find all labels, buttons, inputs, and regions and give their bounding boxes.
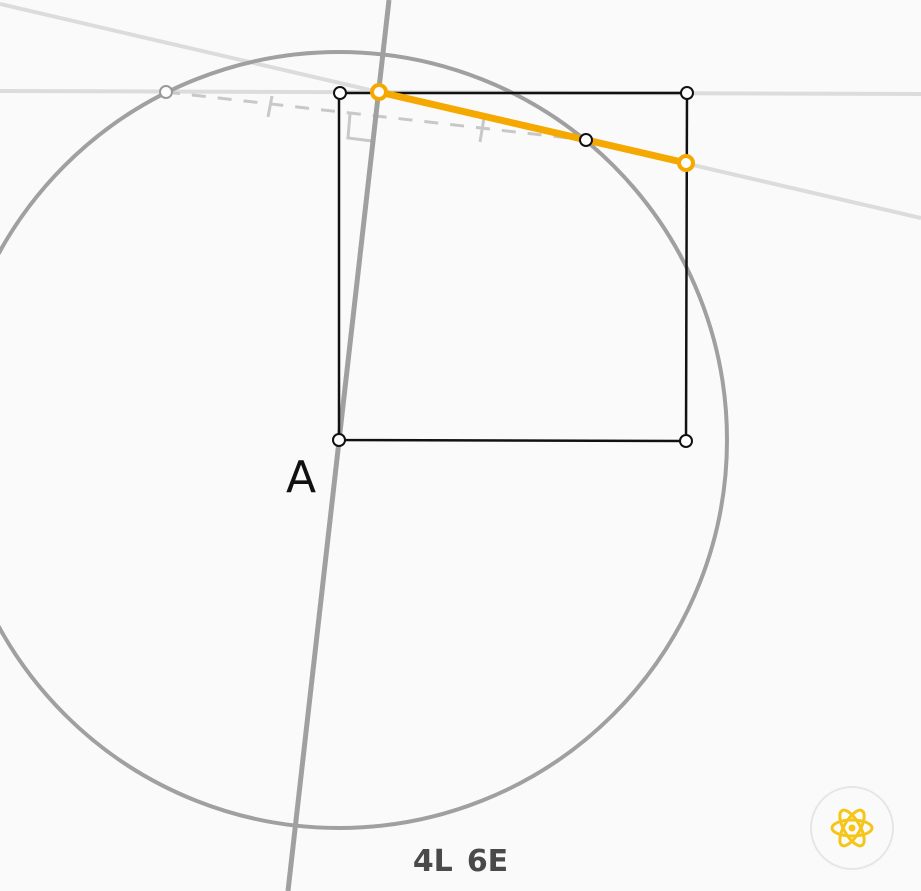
moves-counter: 4L 6E [0, 844, 921, 879]
square-bottom-left-point[interactable] [332, 433, 346, 447]
hint-button[interactable] [810, 786, 894, 870]
square-top-left-point[interactable] [333, 86, 347, 100]
lines-count: 4L [412, 844, 453, 879]
tick-mark-right [478, 117, 486, 143]
solution-endpoint-right[interactable] [677, 154, 695, 172]
square-bottom-right-point[interactable] [679, 434, 693, 448]
square-top-right-point[interactable] [680, 86, 694, 100]
atom-icon [830, 808, 874, 848]
solution-endpoint-left[interactable] [370, 83, 388, 101]
point-label-a: A [286, 452, 316, 503]
elements-count: 6E [466, 844, 509, 879]
constructed-square[interactable] [337, 91, 689, 443]
given-circle[interactable] [0, 50, 729, 830]
tick-mark-left [266, 95, 274, 118]
right-angle-marker [346, 113, 373, 143]
solution-segment[interactable] [375, 88, 690, 167]
circle-intersection-point[interactable] [159, 85, 173, 99]
segment-midpoint[interactable] [579, 133, 593, 147]
